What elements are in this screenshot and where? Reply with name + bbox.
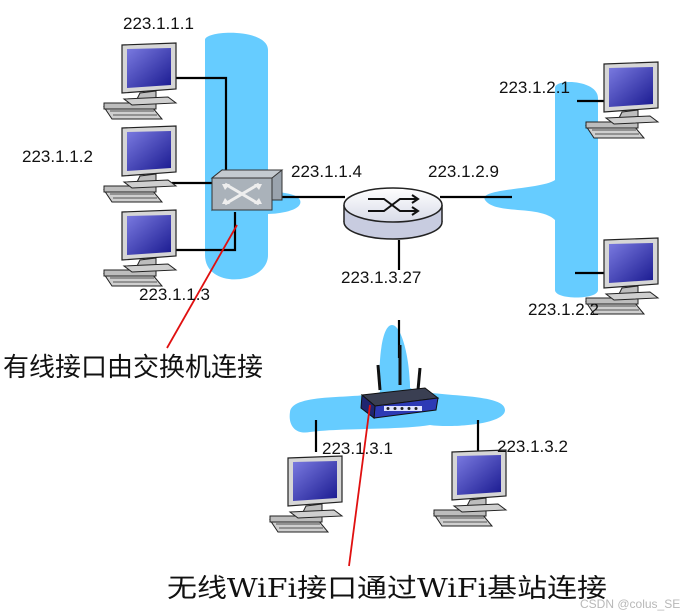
label-223-1-1-1: 223.1.1.1 [123,14,194,33]
label-223-1-2-9: 223.1.2.9 [428,162,499,181]
label-223-1-3-2: 223.1.3.2 [497,437,568,456]
wifi-access-point-icon [361,345,438,418]
label-223-1-1-4: 223.1.1.4 [291,162,362,181]
label-223-1-3-27: 223.1.3.27 [341,268,421,287]
annotation-wifi: 无线WiFi接口通过WiFi基站连接 [167,574,607,604]
label-223-1-3-1: 223.1.3.1 [322,439,393,458]
subnet-223-1-3 [290,325,505,433]
annotation-wired: 有线接口由交换机连接 [3,353,263,383]
host-223-1-1-1 [104,43,176,119]
host-223-1-1-3 [104,210,176,286]
label-223-1-1-2: 223.1.1.2 [22,147,93,166]
label-223-1-1-3: 223.1.1.3 [139,285,210,304]
subnet-223-1-1 [205,33,300,280]
label-223-1-2-1: 223.1.2.1 [499,78,570,97]
watermark: CSDN @colus_SEU [580,597,681,611]
router-icon [344,188,442,239]
host-223-1-3-2 [434,450,506,526]
subnet-223-1-2 [484,82,598,297]
host-223-1-1-2 [104,126,176,202]
label-223-1-2-2: 223.1.2.2 [528,300,599,319]
host-223-1-3-1 [270,456,342,532]
switch-icon [212,170,282,210]
